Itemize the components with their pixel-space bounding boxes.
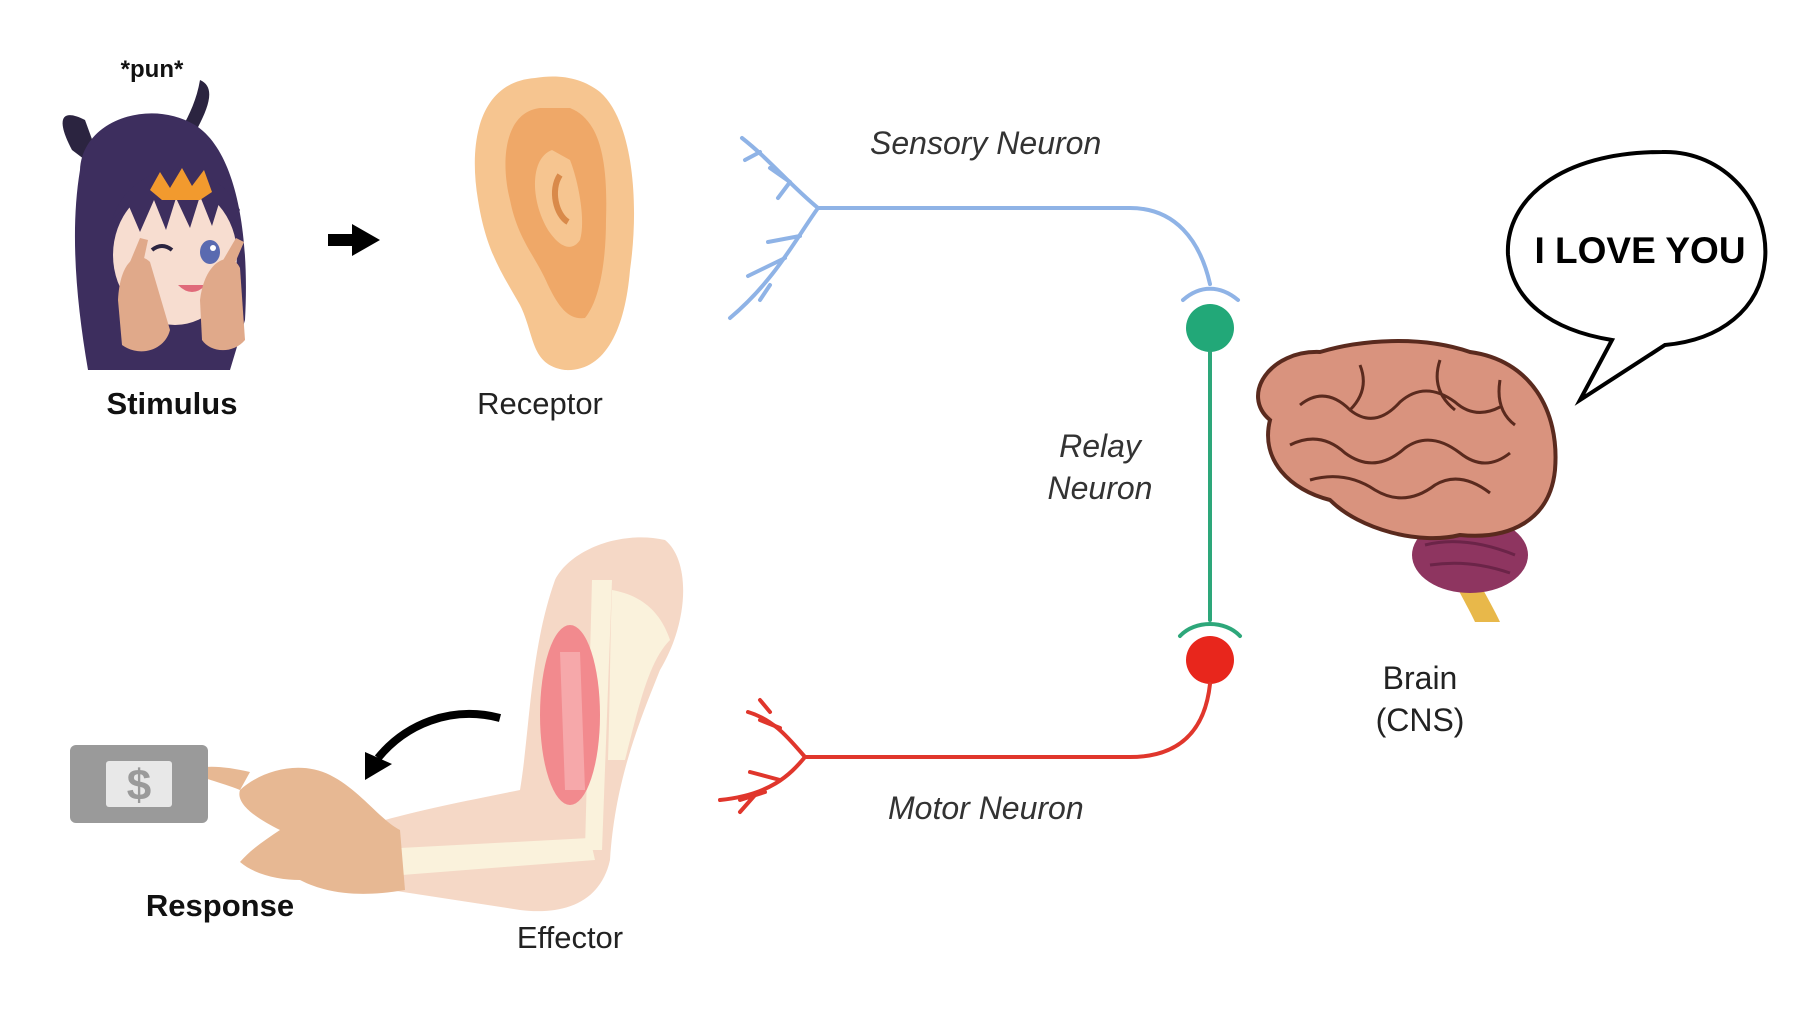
relay-neuron-path xyxy=(1178,350,1242,638)
sensory-neuron-label: Sensory Neuron xyxy=(870,125,1102,161)
brain-image xyxy=(1256,339,1558,622)
relay-neuron-label-line2: Neuron xyxy=(1047,470,1153,506)
dollar-button-icon: $ xyxy=(70,745,208,823)
speech-bubble-text: I LOVE YOU xyxy=(1534,230,1746,271)
arm-effector-image xyxy=(192,537,684,912)
effector-label: Effector xyxy=(516,920,624,955)
relay-synapse-node xyxy=(1186,304,1234,352)
speech-bubble xyxy=(1505,149,1768,406)
motor-neuron-path xyxy=(718,682,1212,814)
stimulus-label: Stimulus xyxy=(106,386,238,421)
stimulus-arrow-icon xyxy=(328,224,380,256)
motor-synapse-node xyxy=(1186,636,1234,684)
brain-label-line1: Brain xyxy=(1382,660,1458,696)
sensory-neuron-path xyxy=(728,136,1240,320)
response-label: Response xyxy=(145,888,295,923)
dollar-symbol: $ xyxy=(127,761,151,810)
stimulus-character-image xyxy=(62,80,246,371)
motor-neuron-label: Motor Neuron xyxy=(888,790,1084,826)
ear-receptor-image xyxy=(474,76,635,371)
brain-label-line2: (CNS) xyxy=(1375,702,1465,738)
pun-caption: *pun* xyxy=(120,56,184,83)
relay-neuron-label-line1: Relay xyxy=(1059,428,1141,464)
curved-response-arrow-icon xyxy=(365,710,502,780)
receptor-label: Receptor xyxy=(477,386,603,421)
